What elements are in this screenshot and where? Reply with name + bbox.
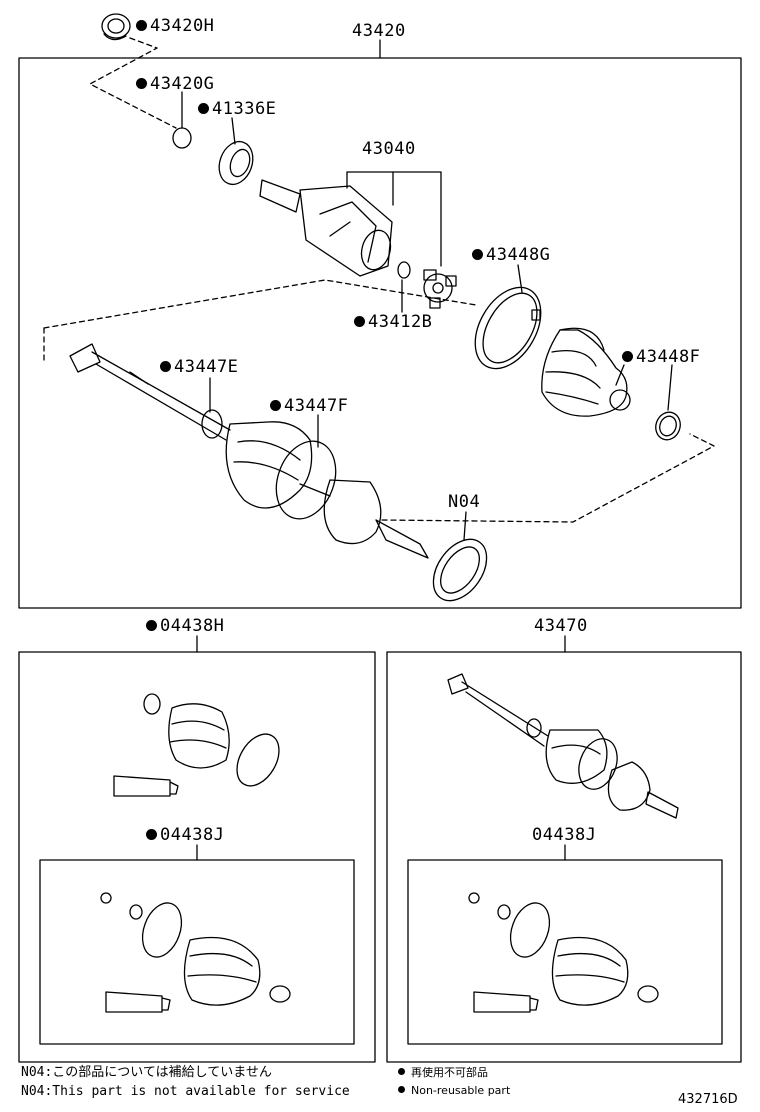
part-43420H-cap xyxy=(101,13,131,41)
note-n04-japanese: N04:この部品については補給していません xyxy=(21,1065,272,1080)
label-04438H: 04438H xyxy=(146,617,224,635)
non-reusable-dot-icon xyxy=(146,620,157,631)
non-reusable-dot-icon xyxy=(472,249,483,260)
label-43470: 43470 xyxy=(534,616,588,636)
part-43420G xyxy=(172,127,192,149)
non-reusable-dot-icon xyxy=(136,20,147,31)
label-04438J-right: 04438J xyxy=(532,825,597,845)
label-43040: 43040 xyxy=(362,139,416,159)
diagram-code: 432716D xyxy=(678,1092,738,1107)
part-boot-outer xyxy=(541,327,631,417)
non-reusable-dot-icon xyxy=(398,1086,405,1093)
label-43420G: 43420G xyxy=(136,75,214,93)
non-reusable-dot-icon xyxy=(270,400,281,411)
label-43448F: 43448F xyxy=(622,348,700,366)
label-04438J-left: 04438J xyxy=(146,826,224,844)
part-drive-shaft xyxy=(69,343,429,559)
frame-04438J-left xyxy=(39,859,355,1045)
part-04438J-left-kit xyxy=(100,892,291,1013)
non-reusable-dot-icon xyxy=(146,829,157,840)
non-reusable-dot-icon xyxy=(354,316,365,327)
label-N04: N04 xyxy=(448,492,481,512)
legend-english: Non-reusable part xyxy=(398,1085,510,1097)
part-04438H-kit xyxy=(113,693,280,797)
non-reusable-dot-icon xyxy=(136,78,147,89)
label-43447E: 43447E xyxy=(160,358,238,376)
part-41336E xyxy=(218,140,254,186)
label-43420: 43420 xyxy=(352,21,406,41)
part-spider xyxy=(423,269,457,309)
non-reusable-dot-icon xyxy=(622,351,633,362)
label-43412B: 43412B xyxy=(354,313,432,331)
non-reusable-dot-icon xyxy=(160,361,171,372)
note-n04-english: N04:This part is not available for servi… xyxy=(21,1084,350,1099)
label-43448G: 43448G xyxy=(472,246,550,264)
legend-japanese: 再使用不可部品 xyxy=(398,1067,488,1079)
label-43447F: 43447F xyxy=(270,397,348,415)
non-reusable-dot-icon xyxy=(198,103,209,114)
part-43470-shaft xyxy=(447,673,679,819)
frame-04438J-right xyxy=(407,859,723,1045)
part-04438J-right-kit xyxy=(468,892,659,1013)
frame-43470 xyxy=(386,651,742,1063)
part-43412B xyxy=(397,261,411,279)
label-43420H: 43420H xyxy=(136,17,214,35)
part-43040-outer-joint xyxy=(259,179,393,277)
part-N04-ring xyxy=(432,538,488,602)
non-reusable-dot-icon xyxy=(398,1068,405,1075)
label-41336E: 41336E xyxy=(198,100,276,118)
part-43448F-clamp xyxy=(655,411,681,441)
part-43448G-clamp xyxy=(474,286,542,370)
dashed-lines xyxy=(43,37,715,523)
